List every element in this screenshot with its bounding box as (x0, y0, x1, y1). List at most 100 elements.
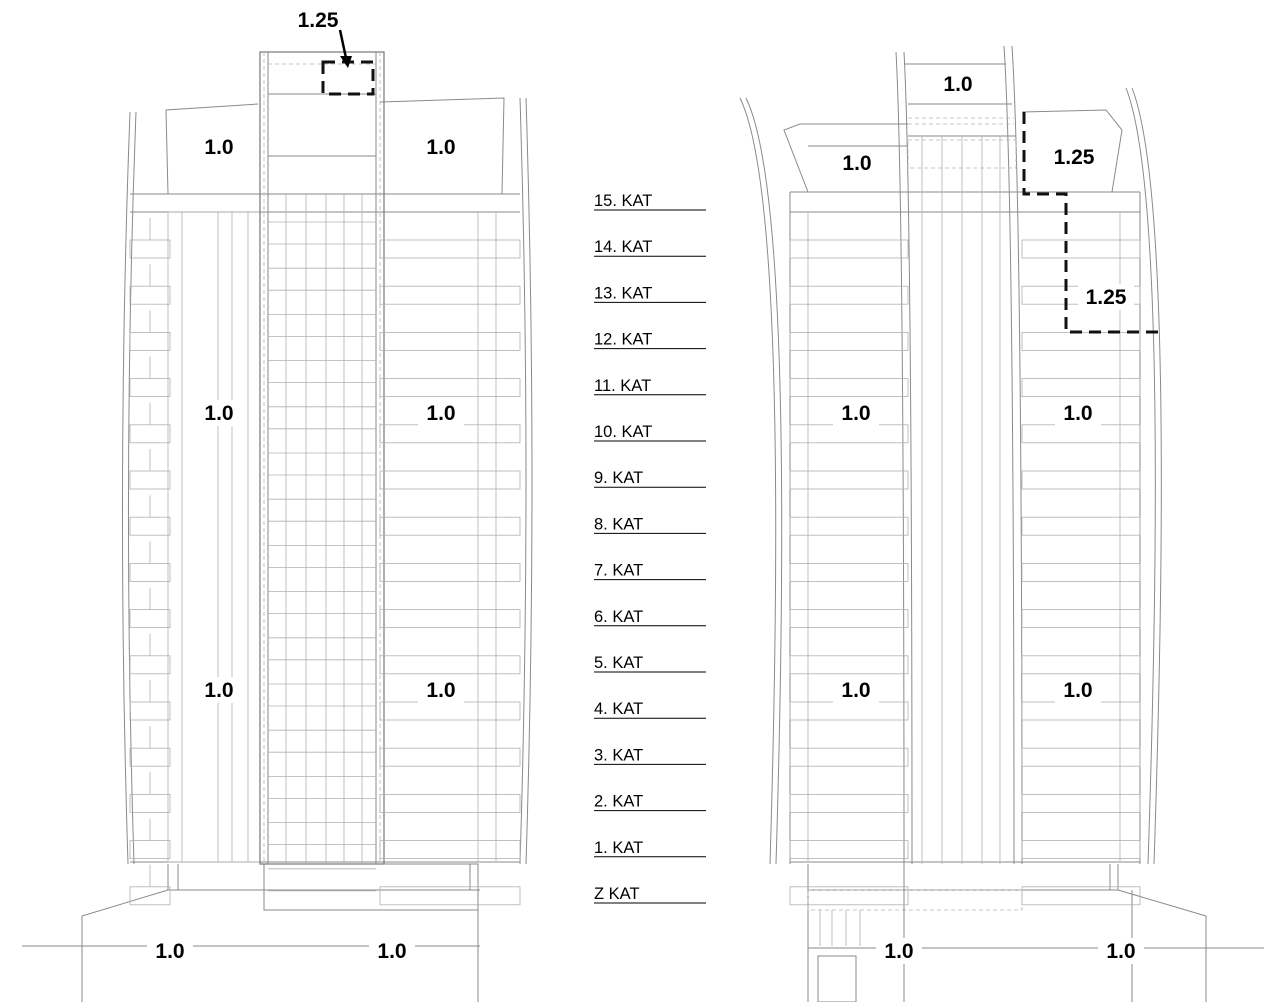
right-elevation: 1.0 1.0 1.25 1.25 1.0 1.0 1.0 1.0 1.0 1.… (739, 45, 1264, 1002)
balcony-slab (129, 840, 171, 859)
level-entry: 7. KAT (594, 562, 706, 581)
balcony-slab (1021, 331, 1141, 351)
balcony-slab (379, 378, 521, 398)
balcony-slab (789, 747, 909, 767)
balcony-slab (129, 609, 171, 628)
level-entry: 4. KAT (594, 700, 706, 719)
level-label: 6. KAT (594, 608, 643, 626)
balcony-slab (1021, 701, 1141, 721)
factor-label: 1.0 (426, 679, 455, 702)
level-label: 12. KAT (594, 331, 652, 349)
balcony-slab (379, 886, 521, 906)
balcony-slab (1021, 609, 1141, 628)
balcony-slab (129, 285, 171, 305)
level-entry: 5. KAT (594, 654, 706, 673)
balcony-slab (379, 563, 521, 582)
balcony-slab (379, 701, 521, 721)
balcony-slab (129, 563, 171, 582)
balcony-slab (789, 655, 909, 675)
balcony-slab (379, 747, 521, 767)
level-label: 10. KAT (594, 423, 652, 441)
balcony-slab (379, 840, 521, 859)
balcony-slab (1021, 840, 1141, 859)
balcony-slab (379, 609, 521, 628)
balcony-slab (1021, 886, 1141, 906)
level-entry: Z KAT (594, 885, 706, 904)
level-label: 2. KAT (594, 793, 643, 811)
factor-label: 1.0 (426, 136, 455, 159)
level-label: 13. KAT (594, 284, 652, 302)
balcony-slab (379, 239, 521, 259)
balcony-slab (789, 285, 909, 305)
level-list: 15. KAT 14. KAT 13. KAT 12. KAT 11. KAT 10. K… (594, 192, 706, 904)
balcony-slab (379, 794, 521, 813)
balcony-slab (789, 470, 909, 490)
factor-label: 1.0 (842, 152, 871, 175)
factor-label: 1.0 (1063, 402, 1092, 425)
balcony-slab (1021, 794, 1141, 813)
balcony-slab (379, 285, 521, 305)
factor-label: 1.0 (204, 136, 233, 159)
balcony-slab (789, 609, 909, 628)
balcony-slab (129, 239, 171, 259)
balcony-slab (129, 794, 171, 813)
level-entry: 3. KAT (594, 746, 706, 765)
balcony-slab (1021, 563, 1141, 582)
balcony-slab (129, 331, 171, 351)
balcony-slab (379, 516, 521, 536)
balcony-slab (129, 655, 171, 675)
level-entry: 12. KAT (594, 331, 706, 350)
level-entry: 15. KAT (594, 192, 706, 211)
factor-label: 1.0 (426, 402, 455, 425)
balcony-slab (379, 424, 521, 444)
callout-1-25: 1.25 (1086, 286, 1127, 309)
level-entry: 14. KAT (594, 238, 706, 257)
factor-label: 1.0 (377, 940, 406, 963)
level-entry: 13. KAT (594, 284, 706, 303)
balcony-slab (789, 331, 909, 351)
factor-label: 1.0 (943, 73, 972, 96)
balcony-slab (1021, 747, 1141, 767)
level-entry: 9. KAT (594, 469, 706, 488)
level-label: 9. KAT (594, 469, 643, 487)
balcony-slab (789, 516, 909, 536)
factor-label: 1.0 (204, 679, 233, 702)
balcony-slab (129, 701, 171, 721)
balcony-slab (379, 470, 521, 490)
balcony-slab (1021, 239, 1141, 259)
level-entry: 10. KAT (594, 423, 706, 442)
factor-label: 1.0 (155, 940, 184, 963)
level-label: 11. KAT (594, 377, 651, 395)
factor-label: 1.0 (1063, 679, 1092, 702)
balcony-slab (1021, 655, 1141, 675)
level-label: 7. KAT (594, 562, 643, 580)
balcony-slab (129, 424, 171, 444)
balcony-slab (1021, 516, 1141, 536)
left-elevation: 1.25 1.0 1.0 1.0 1.0 1.0 1.0 1.0 1.0 (22, 9, 533, 1002)
level-label: 3. KAT (594, 746, 643, 764)
factor-label: 1.0 (1106, 940, 1135, 963)
balcony-slab (129, 378, 171, 398)
balcony-slab (1021, 378, 1141, 398)
level-entry: 6. KAT (594, 608, 706, 627)
level-entry: 2. KAT (594, 793, 706, 812)
balcony-slab (789, 378, 909, 398)
balcony-slab (1021, 424, 1141, 444)
level-entry: 11. KAT (594, 377, 706, 396)
level-entry: 1. KAT (594, 839, 706, 858)
level-label: 4. KAT (594, 700, 643, 718)
callout-1-25: 1.25 (298, 9, 339, 32)
level-label: 15. KAT (594, 192, 652, 210)
level-label: 1. KAT (594, 839, 643, 857)
balcony-slab (1021, 470, 1141, 490)
level-entry: 8. KAT (594, 515, 706, 534)
balcony-slab (379, 331, 521, 351)
balcony-slab (789, 886, 909, 906)
factor-label: 1.0 (884, 940, 913, 963)
balcony-slab (129, 470, 171, 490)
level-label: Z KAT (594, 885, 640, 903)
balcony-slab (789, 239, 909, 259)
balcony-slab (789, 794, 909, 813)
level-label: 5. KAT (594, 654, 643, 672)
